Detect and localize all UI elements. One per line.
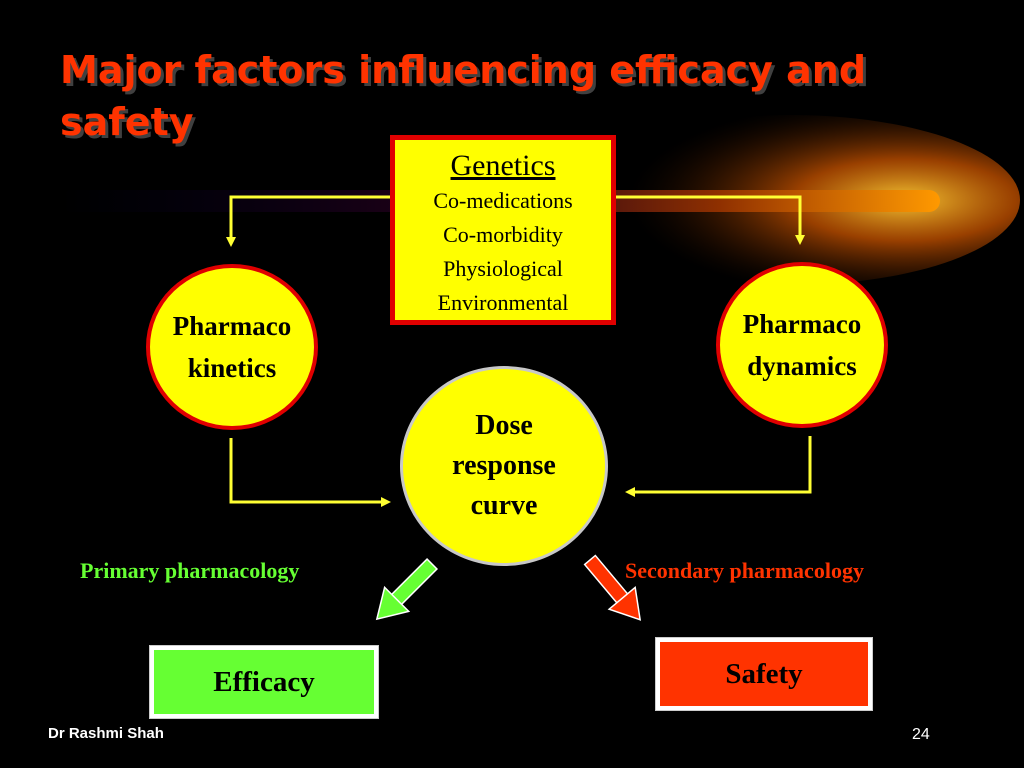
footer-author: Dr Rashmi Shah: [48, 725, 164, 742]
pharmacokinetics-circle: Pharmaco kinetics: [146, 264, 318, 430]
genetics-factors-box: Genetics Co-medications Co-morbidity Phy…: [390, 135, 616, 325]
factor-environmental: Environmental: [437, 290, 569, 315]
safety-box: Safety: [655, 637, 873, 711]
connector-pk-to-dose: [229, 438, 391, 507]
pharmacodynamics-circle: Pharmaco dynamics: [716, 262, 888, 428]
connector-genetics-to-pd: [616, 195, 805, 245]
dose-response-circle: Dose response curve: [400, 366, 608, 566]
safety-label: Safety: [725, 657, 803, 690]
page-number: 24: [912, 726, 930, 743]
dose-response-line1: Dose: [475, 410, 533, 441]
dose-response-line3: curve: [470, 490, 538, 521]
dose-response-line2: response: [452, 450, 556, 481]
factor-co-medications: Co-medications: [433, 188, 573, 213]
pharmacokinetics-label-line1: Pharmaco: [172, 311, 292, 341]
efficacy-label: Efficacy: [213, 665, 315, 698]
connector-pd-to-dose: [625, 436, 812, 497]
secondary-arrow: [583, 554, 642, 621]
primary-arrow: [375, 557, 439, 621]
pharmacodynamics-label-line2: dynamics: [747, 351, 857, 381]
factor-physiological: Physiological: [443, 256, 563, 281]
slide-title: Major factors influencing efficacy and s…: [60, 48, 867, 144]
pharmacokinetics-label-line2: kinetics: [187, 353, 277, 383]
efficacy-box: Efficacy: [149, 645, 379, 719]
primary-pharmacology-label: Primary pharmacology: [80, 558, 300, 583]
factor-co-morbidity: Co-morbidity: [443, 222, 563, 247]
secondary-pharmacology-label: Secondary pharmacology: [625, 558, 864, 583]
genetics-heading: Genetics: [450, 149, 556, 182]
pharmacodynamics-label-line1: Pharmaco: [742, 309, 862, 339]
connector-genetics-to-pk: [226, 195, 390, 247]
